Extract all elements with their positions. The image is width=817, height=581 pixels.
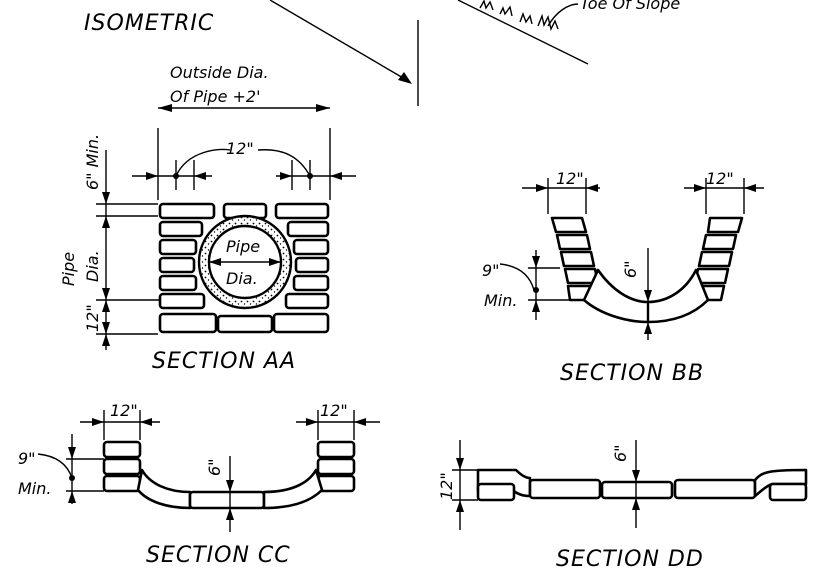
bb-title: SECTION BB <box>560 361 704 386</box>
aa-pipe-label-2: Dia. <box>226 269 258 288</box>
cc-dim-9-min-2: Min. <box>18 479 51 498</box>
bb-dim-9-min-1: 9" <box>482 261 500 280</box>
cc-riprap-shape <box>102 440 356 510</box>
bb-dim-12-right: 12" <box>706 169 734 188</box>
aa-title: SECTION AA <box>152 349 296 374</box>
isometric-leader <box>269 0 419 106</box>
aa-outside-dia-line2: Of Pipe +2' <box>170 87 260 106</box>
bb-dim-6: 6" <box>621 260 640 278</box>
dd-dim-6: 6" <box>611 444 630 462</box>
aa-brick-wall <box>158 202 330 334</box>
aa-pipe-dia-side-2: Dia. <box>83 250 102 282</box>
aa-pipe-dia-side-1: Pipe <box>59 252 78 286</box>
aa-dim-12-top: 12" <box>226 139 254 158</box>
cc-dim-6: 6" <box>205 458 224 476</box>
cc-dim-12-right: 12" <box>320 401 348 420</box>
toe-of-slope-label: Toe Of Slope <box>580 0 680 13</box>
dd-dim-12-side: 12" <box>437 472 456 500</box>
cc-title: SECTION CC <box>146 543 291 568</box>
cc-dim-9-min-1: 9" <box>18 449 36 468</box>
isometric-label: ISOMETRIC <box>84 11 214 36</box>
cc-dim-12-left: 12" <box>110 401 138 420</box>
bb-riprap-shape <box>550 216 744 324</box>
aa-dim-12-side: 12" <box>83 304 102 332</box>
section-cc: 12" 12" 6" 9" Min. <box>18 401 380 568</box>
section-dd: 12" 6" SECTION DD <box>437 440 808 572</box>
dd-riprap-shape <box>476 468 808 502</box>
aa-pipe-label-1: Pipe <box>226 237 260 256</box>
bb-dim-12-left: 12" <box>556 169 584 188</box>
section-bb: 12" 12" 6" 9" Min. <box>482 169 764 386</box>
aa-outside-dia-line1: Outside Dia. <box>170 63 269 82</box>
aa-dim-6-min: 6" Min. <box>83 134 102 190</box>
section-aa: Outside Dia. Of Pipe +2' 12" 6" Min. <box>59 63 356 374</box>
dd-title: SECTION DD <box>556 547 704 572</box>
bb-dim-9-min-2: Min. <box>484 291 517 310</box>
slope-line <box>457 0 589 65</box>
